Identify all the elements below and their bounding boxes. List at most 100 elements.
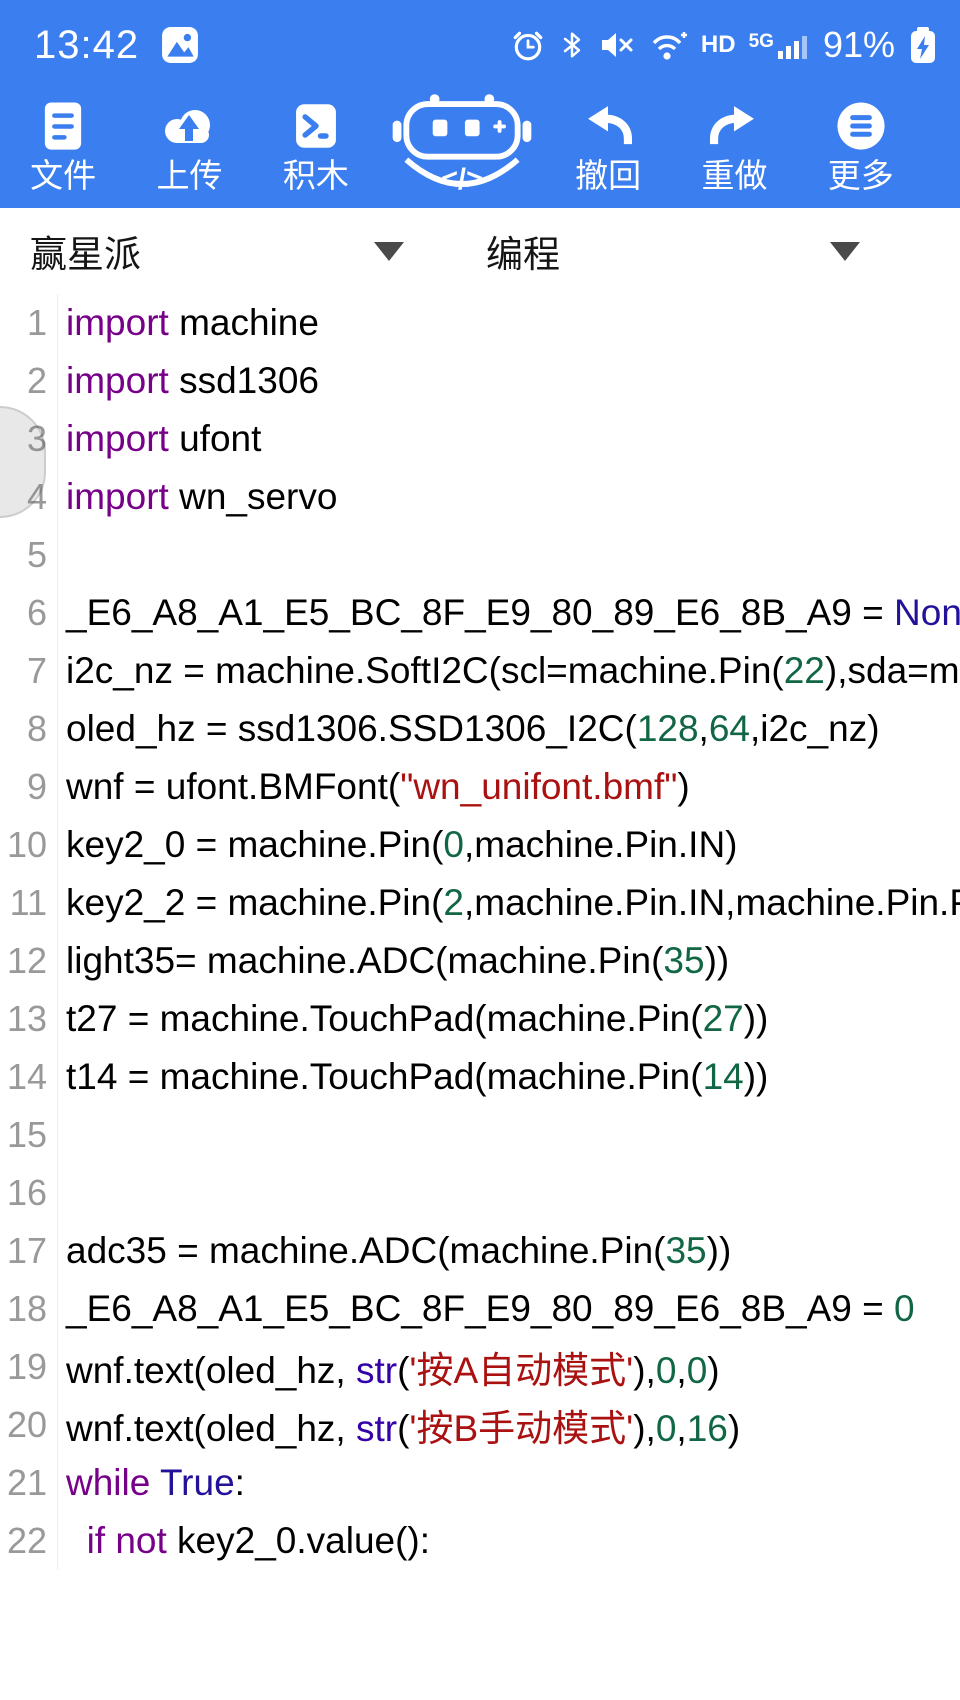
blocks-button[interactable]: 积木 [253,97,379,194]
code-token-plain: ), [633,1350,656,1391]
line-number: 16 [6,1172,47,1213]
file-label: 文件 [30,157,97,195]
line-number: 6 [26,592,47,633]
code-line[interactable]: 22 if not key2_0.value(): [0,1512,960,1570]
line-number: 17 [6,1230,47,1271]
code-text: import wn_servo [57,476,960,518]
redo-label: 重做 [701,157,768,195]
code-token-plain: )) [743,1056,769,1097]
battery-charging-icon [911,27,935,63]
code-token-number: 35 [665,1230,707,1271]
caret-down-icon [374,241,404,261]
alarm-icon [513,31,543,61]
code-token-plain: ,machine.Pin.IN) [464,824,738,865]
more-icon [837,102,885,150]
code-token-keyword: if [86,1520,106,1561]
code-token-plain [150,1462,160,1503]
code-token-plain: ( [397,1408,410,1449]
code-text: oled_hz = ssd1306.SSD1306_I2C(128,64,i2c… [57,708,960,750]
code-token-atom: None [894,592,960,633]
code-token-plain: wnf.text(oled_hz, [66,1408,356,1449]
code-line[interactable]: 5 [0,526,960,584]
robot-logo-button[interactable]: </> [379,91,545,201]
line-number: 18 [6,1288,47,1329]
mute-icon [601,33,633,57]
code-text: _E6_A8_A1_E5_BC_8F_E9_80_89_E6_8B_A9 = 0 [57,1288,960,1330]
code-token-plain: ), [633,1408,656,1449]
selector-row: 赢星派 编程 [0,208,960,294]
code-token-number: 35 [663,940,705,981]
code-token-plain: key2_0 = machine.Pin( [66,824,444,865]
code-text: t27 = machine.TouchPad(machine.Pin(27)) [57,998,960,1040]
code-token-plain: adc35 = machine.ADC(machine.Pin( [66,1230,666,1271]
code-token-plain: ( [397,1350,410,1391]
upload-icon [165,110,211,144]
toolbar: 文件 上传 积木 [0,90,960,208]
code-line[interactable]: 16 [0,1164,960,1222]
signal-indicator: 5G [749,29,810,61]
code-line[interactable]: 18_E6_A8_A1_E5_BC_8F_E9_80_89_E6_8B_A9 =… [0,1280,960,1338]
code-token-builtin: str [355,1408,398,1449]
code-token-plain: _E6_A8_A1_E5_BC_8F_E9_80_89_E6_8B_A9 = [66,592,895,633]
code-token-plain: : [234,1462,245,1503]
code-token-number: 64 [708,708,750,749]
screen: 13:42 [0,0,960,1570]
code-token-number: 128 [636,708,699,749]
code-text: light35= machine.ADC(machine.Pin(35)) [57,940,960,982]
code-token-number: 0 [686,1350,708,1391]
code-text: i2c_nz = machine.SoftI2C(scl=machine.Pin… [57,650,960,692]
code-line[interactable]: 15 [0,1106,960,1164]
mode-selector[interactable]: 编程 [466,208,960,294]
code-text: import ssd1306 [57,360,960,402]
caret-down-icon [830,241,860,261]
code-token-plain: light35= machine.ADC(machine.Pin( [66,940,664,981]
code-text: key2_0 = machine.Pin(0,machine.Pin.IN) [57,824,960,866]
code-token-plain: wnf.text(oled_hz, [66,1350,356,1391]
code-token-plain: t14 = machine.TouchPad(machine.Pin( [66,1056,703,1097]
code-token-number: 27 [702,998,744,1039]
hd-indicator: HD [700,31,736,58]
line-number: 10 [6,824,47,865]
code-token-plain: oled_hz = ssd1306.SSD1306_I2C( [66,708,637,749]
file-button[interactable]: 文件 [0,97,126,194]
redo-button[interactable]: 重做 [671,97,797,194]
code-token-string: "wn_unifont.bmf" [400,766,678,807]
code-token-string: '按B手动模式' [409,1408,634,1449]
code-token-number: 14 [702,1056,744,1097]
code-token-builtin: str [355,1350,398,1391]
code-token-plain: , [676,1408,687,1449]
code-token-keyword: import [66,302,169,343]
code-token-plain: ),sda=machine.Pin( [824,650,960,691]
bluetooth-icon [563,32,581,58]
code-text: while True: [57,1462,960,1504]
code-token-plain [66,1520,87,1561]
code-token-number: 0 [655,1408,677,1449]
line-number: 11 [9,882,47,923]
undo-button[interactable]: 撤回 [545,97,671,194]
upload-button[interactable]: 上传 [126,97,252,194]
device-selector[interactable]: 赢星派 [0,208,466,294]
code-line[interactable]: 6_E6_A8_A1_E5_BC_8F_E9_80_89_E6_8B_A9 = … [0,584,960,642]
code-token-plain: ,machine.Pin.IN,machine.Pin.PULL_UP) [464,882,960,923]
undo-icon [588,106,633,145]
more-button[interactable]: 更多 [798,97,924,194]
code-token-plain: , [676,1350,687,1391]
blocks-label: 积木 [282,157,349,195]
